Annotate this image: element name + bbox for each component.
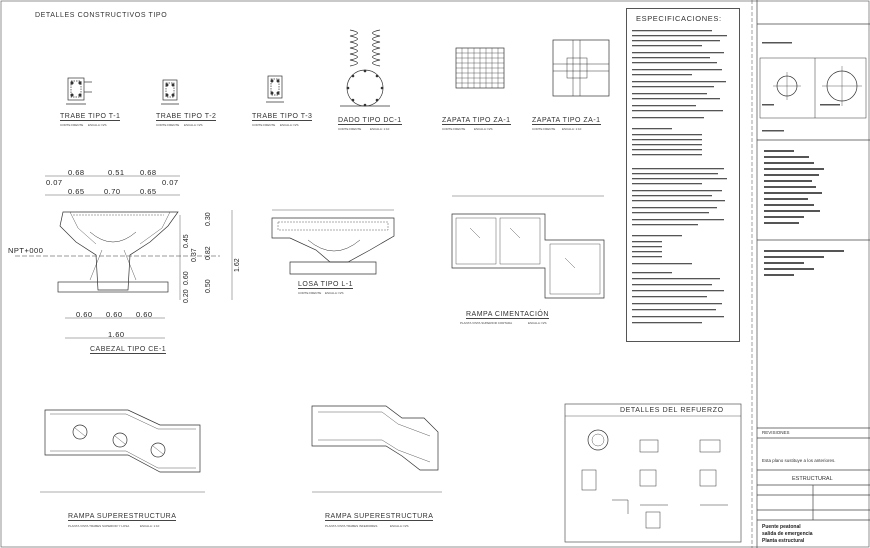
dim-top-2: 0.68: [140, 168, 157, 177]
zapata-za1-grid-a: [455, 47, 505, 89]
rampa-cim-sub: PLANTA VISTA SUPERIOR CORTADA: [460, 321, 513, 325]
dim-second-0: 0.65: [68, 187, 85, 196]
specifications-box: [626, 8, 740, 342]
dim-vert-right-0: 0.30: [205, 212, 212, 226]
losa-title: LOSA TIPO L-1: [298, 281, 354, 289]
trabe-t2-scale: ESCALA: N/S: [184, 123, 203, 127]
trabe-t1-sub: CORTE FRENTE: [60, 123, 84, 127]
losa-scale: ESCALA: N/S: [325, 291, 344, 295]
dim-vert-right-1: 0.82: [205, 246, 212, 260]
dim-bottom-1: 0.60: [106, 310, 123, 319]
losa-sub: CORTE FRENTE: [298, 291, 322, 295]
zapata-a-sub: CORTE FRENTE: [442, 127, 466, 131]
rampa-sup-a-title: RAMPA SUPERESTRUCTURA: [68, 513, 177, 521]
trabe-t2-sub: CORTE FRENTE: [156, 123, 180, 127]
revisiones-label: REVISIONES: [762, 430, 790, 435]
dim-top-0: 0.68: [68, 168, 85, 177]
refuerzo-title: DETALLES DEL REFUERZO: [620, 407, 724, 414]
trabe-t3-sub: CORTE FRENTE: [252, 123, 276, 127]
zapata-a-scale: ESCALA: N/S: [474, 127, 493, 131]
dim-vert-total: 1.62: [234, 258, 241, 272]
dim-second-1: 0.70: [104, 187, 121, 196]
cabezal-title: CABEZAL TIPO CE-1: [90, 346, 167, 354]
main-title: DETALLES CONSTRUCTIVOS TIPO: [35, 12, 168, 19]
losa-l1: [271, 209, 395, 275]
dim-vert-left-3: 0.20: [183, 289, 190, 303]
rampa-cim-title: RAMPA CIMENTACIÓN: [466, 311, 549, 319]
dim-bottom-2: 0.60: [136, 310, 153, 319]
dim-vert-left-2: 0.60: [183, 271, 190, 285]
rampa-cimentacion-plan: [451, 195, 605, 299]
trabe-t3-title: TRABE TIPO T-3: [252, 113, 313, 121]
dim-left-small: 0.07: [46, 178, 63, 187]
dim-top-1: 0.51: [108, 168, 125, 177]
cabezal-ce1: [15, 175, 233, 339]
tb-project-line3: Planta estructural: [762, 538, 805, 544]
zapata-b-scale: ESCALA: 1:10: [562, 127, 582, 131]
zapata-b-title: ZAPATA TIPO ZA-1: [532, 117, 601, 125]
trabe-t1-section: [66, 77, 92, 105]
tb-project-line2: salida de emergencia: [762, 531, 813, 537]
trabe-t2-title: TRABE TIPO T-2: [156, 113, 217, 121]
zapata-b-sub: CORTE FRENTE: [532, 127, 556, 131]
rampa-sup-b-scale: ESCALA: N/S: [390, 524, 409, 528]
title-block-graphics: [759, 57, 867, 119]
rampa-cim-scale: ESCALA: N/S: [528, 321, 547, 325]
trabe-t3-section: [266, 75, 284, 103]
tb-project-line1: Puente peatonal: [762, 524, 801, 530]
rampa-sup-a-sub: PLANTA VISTA TRABES SUPERIOR Y LOSA: [68, 524, 130, 528]
spec-title: ESPECIFICACIONES:: [636, 14, 722, 23]
dim-bottom-total: 1.60: [108, 330, 125, 339]
dado-title: DADO TIPO DC-1: [338, 117, 402, 125]
dim-vert-left-1: 0.37: [191, 248, 198, 262]
zapata-za1-plan-b: [552, 39, 610, 97]
dado-scale: ESCALA: 1:10: [370, 127, 390, 131]
trabe-t1-scale: ESCALA: N/S: [88, 123, 107, 127]
trabe-t2-section: [161, 79, 179, 105]
dim-right-small: 0.07: [162, 178, 179, 187]
rampa-sup-b-title: RAMPA SUPERESTRUCTURA: [325, 513, 434, 521]
trabe-t1-title: TRABE TIPO T-1: [60, 113, 121, 121]
dim-bottom-0: 0.60: [76, 310, 93, 319]
dim-vert-right-2: 0.50: [205, 279, 212, 293]
tb-discipline: ESTRUCTURAL: [792, 476, 833, 482]
npt-label: NPT+000: [8, 246, 44, 255]
dado-sub: CORTE FRENTE: [338, 127, 362, 131]
rampa-sup-a-scale: ESCALA: 1:10: [140, 524, 160, 528]
dim-second-2: 0.65: [140, 187, 157, 196]
zapata-a-title: ZAPATA TIPO ZA-1: [442, 117, 511, 125]
rampa-superestructura-a: [40, 409, 205, 493]
tb-note: Esta plano sustituye a los anteriores.: [762, 458, 836, 463]
rampa-superestructura-b: [311, 405, 442, 493]
dim-vert-left-0: 0.45: [183, 234, 190, 248]
dado-dc1: [340, 29, 390, 107]
refuerzo-box: [564, 403, 742, 543]
rampa-sup-b-sub: PLANTA VISTA TRABES INFERIORES: [325, 524, 378, 528]
trabe-t3-scale: ESCALA: N/S: [280, 123, 299, 127]
